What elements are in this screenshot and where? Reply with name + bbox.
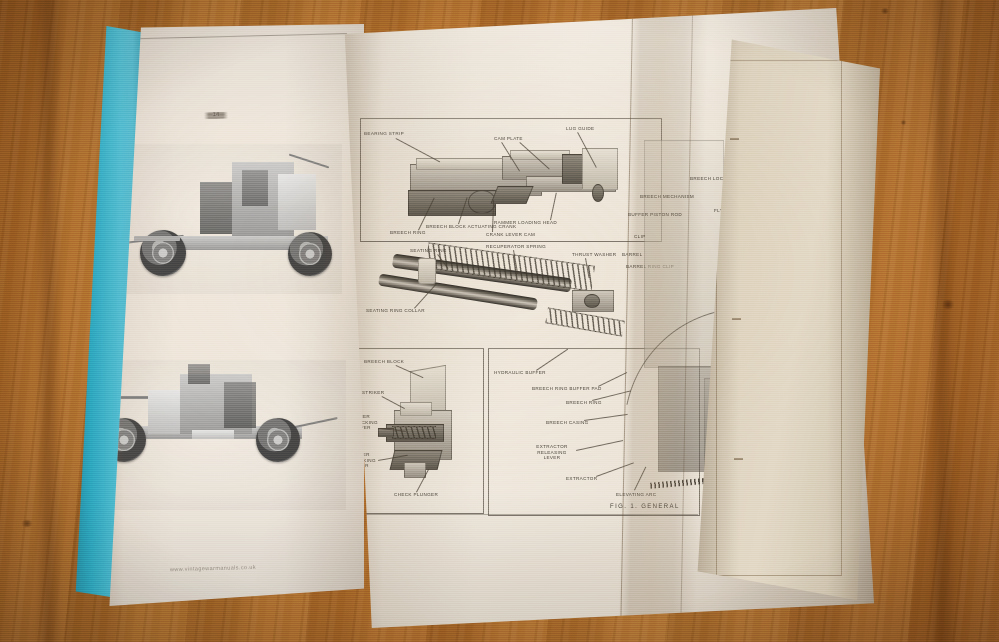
flap-shading	[697, 39, 880, 601]
label-hydraulic-buffer: HYDRAULIC BUFFER	[494, 370, 546, 376]
label-breech-ring-2: BREECH RING	[566, 400, 602, 406]
label-breech-casing: BREECH CASING	[546, 420, 589, 426]
wood-knot	[940, 300, 956, 309]
flap-border	[716, 60, 842, 576]
label-buffer-piston-rod: BUFFER PISTON ROD	[628, 212, 682, 218]
wood-plank-seam	[930, 0, 956, 642]
label-seating-ring: SEATING RING	[410, 248, 447, 254]
wood-knot	[880, 8, 890, 14]
gun-mech	[242, 170, 268, 206]
label-check-plunger: CHECK PLUNGER	[394, 492, 438, 498]
upper-vehicle-photo	[109, 144, 342, 294]
ammo-rack	[200, 182, 238, 234]
label-breech-block: BREECH BLOCK	[364, 359, 404, 365]
seating-ring-part	[418, 258, 440, 284]
gun-mech	[188, 364, 210, 384]
ammo-rack	[224, 382, 256, 428]
label-clip: CLIP	[634, 234, 646, 240]
barrel-clip-block	[572, 286, 616, 318]
wood-knot	[20, 520, 34, 527]
wheel	[288, 232, 332, 276]
label-breech-ring-buffer-pad: BREECH RING BUFFER PAD	[532, 386, 602, 392]
label-seating-ring-collar: SEATING RING COLLAR	[366, 308, 425, 314]
label-thrust-washer: THRUST WASHER	[572, 252, 616, 258]
label-cam-plate: CAM PLATE	[494, 136, 523, 142]
breech-block-drawing	[370, 364, 470, 490]
label-striker: STRIKER	[362, 390, 384, 396]
wheel	[256, 418, 300, 462]
caption-rule	[354, 514, 698, 515]
flap-tick	[732, 318, 741, 320]
label-barrel: BARREL	[622, 252, 642, 258]
label-extractor: EXTRACTOR	[566, 476, 597, 482]
label-lug-guide: LUG GUIDE	[566, 126, 594, 132]
label-extractor-releasing-lever: EXTRACTOR RELEASING LEVER	[530, 444, 574, 461]
footplate	[192, 430, 234, 439]
label-bearing-strip: BEARING STRIP	[364, 131, 404, 137]
gun-shield	[148, 390, 182, 434]
gun-shield	[278, 174, 316, 230]
label-breech-mechanism: BREECH MECHANISM	[640, 194, 694, 200]
label-recuperator-spring: RECUPERATOR SPRING	[486, 244, 546, 250]
breech-mechanism-drawing	[406, 140, 618, 222]
wood-plank-seam	[36, 0, 62, 642]
left-page-shading	[109, 24, 364, 606]
label-breech-ring: BREECH RING	[390, 230, 426, 236]
folded-page-flap	[697, 39, 880, 601]
flap-tick	[734, 458, 743, 460]
lower-vehicle-photo	[109, 360, 346, 510]
flap-tick	[730, 138, 739, 140]
label-elevating-arc: ELEVATING ARC	[616, 492, 656, 498]
label-crank-lever-cam: CRANK LEVER CAM	[486, 232, 535, 238]
figure-caption: FIG. 1. GENERAL	[610, 504, 680, 510]
label-breech-locking-bolt: BREECH LOCKING BOLT	[690, 176, 751, 182]
wood-knot	[900, 120, 907, 125]
left-page: —14—	[109, 24, 364, 606]
axle	[134, 236, 180, 241]
label-rammer-loading-head: RAMMER LOADING HEAD	[494, 220, 557, 226]
label-breech-block-actuating-crank: BREECH BLOCK ACTUATING CRANK	[426, 224, 516, 230]
